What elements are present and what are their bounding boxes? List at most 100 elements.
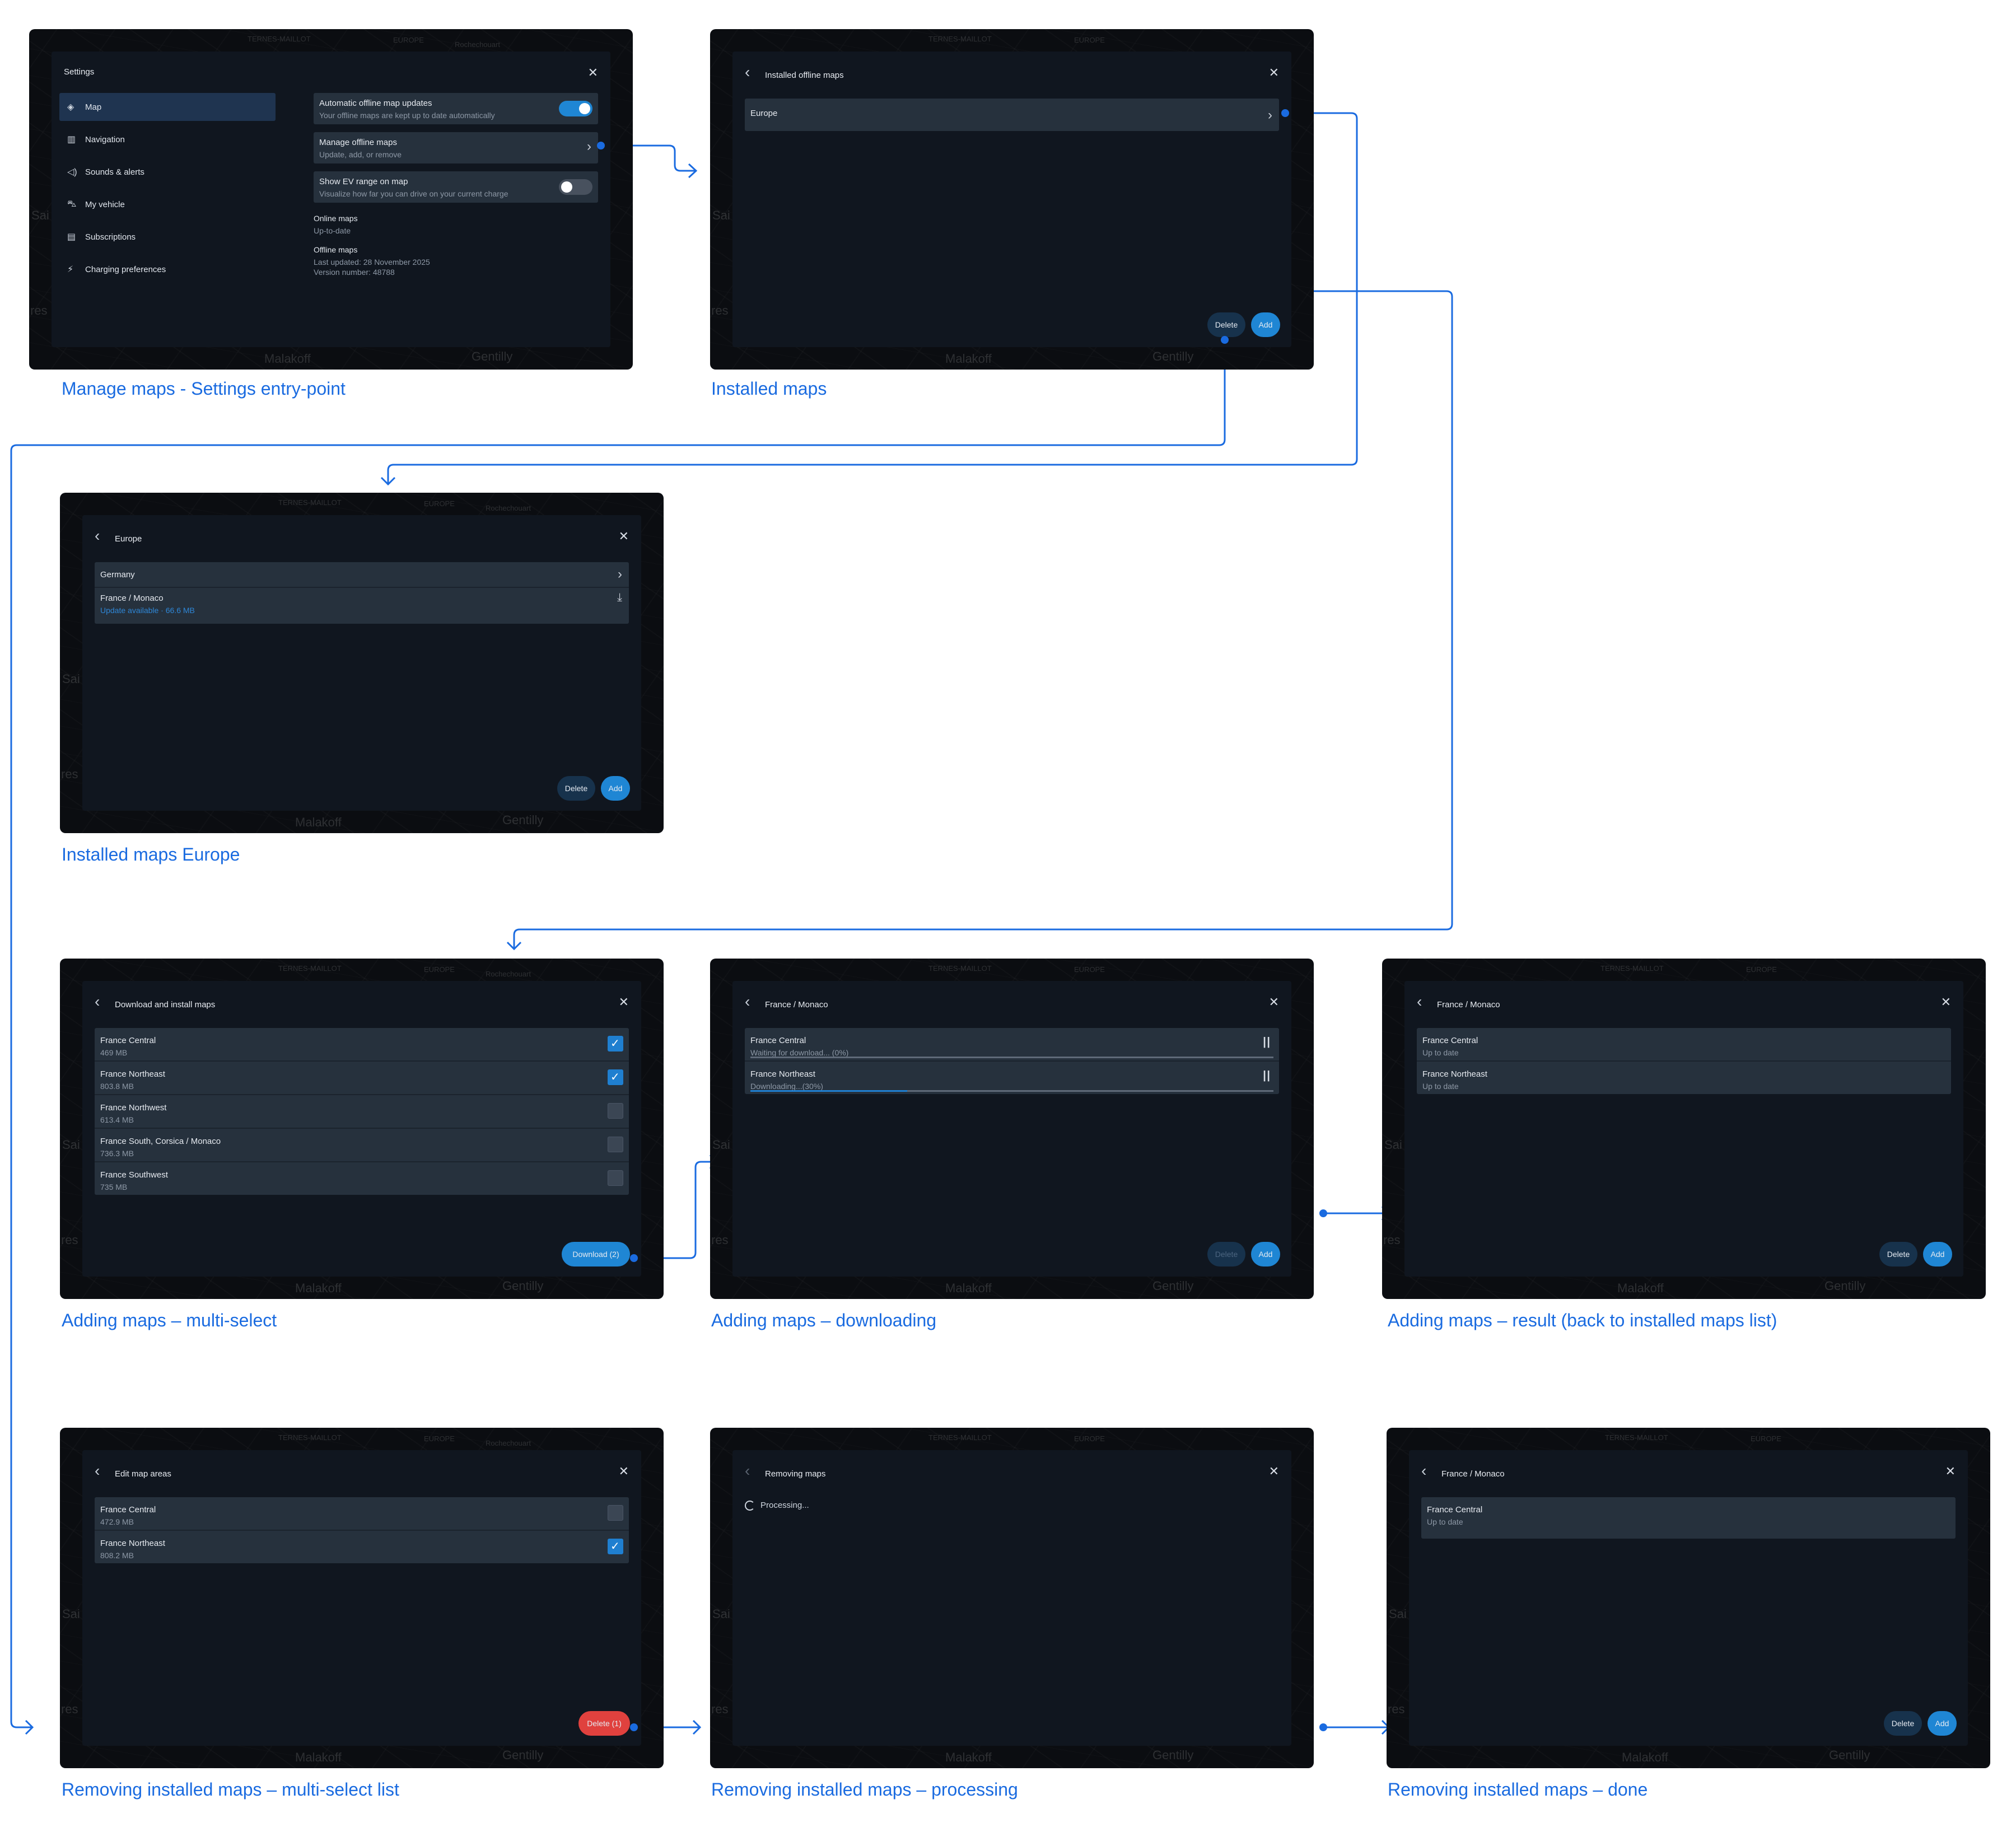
checkbox-checked[interactable] <box>608 1069 623 1085</box>
chevron-left-icon[interactable]: ‹ <box>745 63 750 81</box>
done-list: France Central Up to date <box>1421 1497 1956 1539</box>
close-icon[interactable]: ✕ <box>1268 66 1279 80</box>
delete-button[interactable]: Delete <box>1879 1242 1917 1267</box>
pause-icon[interactable]: | | <box>1263 1069 1270 1082</box>
map-label: Sai <box>712 1138 730 1152</box>
screen-caption: Removing installed maps – done <box>1388 1779 1648 1800</box>
panel-title: France / Monaco <box>1437 1000 1500 1010</box>
add-button[interactable]: Add <box>1251 312 1280 337</box>
checkbox-checked[interactable] <box>608 1539 623 1554</box>
manage-offline-maps-row[interactable]: Manage offline maps Update, add, or remo… <box>314 132 598 163</box>
pause-icon[interactable]: | | <box>1263 1036 1270 1048</box>
ev-range-toggle[interactable] <box>559 179 592 195</box>
map-label: Malakoff <box>295 1281 342 1295</box>
close-icon[interactable]: ✕ <box>618 1464 629 1478</box>
item-subtitle: 808.2 MB <box>100 1551 134 1560</box>
map-label: Gentilly <box>1824 1279 1866 1293</box>
item-subtitle: 469 MB <box>100 1048 128 1057</box>
chevron-left-icon[interactable]: ‹ <box>95 1462 100 1479</box>
screen-caption: Installed maps Europe <box>62 844 240 864</box>
map-label: TERNES-MAILLOT <box>278 1433 342 1442</box>
list-item[interactable]: France Northwest 613.4 MB <box>95 1095 629 1129</box>
close-icon[interactable]: ✕ <box>1940 995 1951 1009</box>
close-icon[interactable]: ✕ <box>618 529 629 543</box>
close-icon[interactable]: ✕ <box>1268 995 1279 1009</box>
download-button[interactable]: Download (2) <box>562 1242 630 1267</box>
list-item[interactable]: France Northeast Up to date <box>1417 1062 1951 1094</box>
progress-bar <box>750 1057 1273 1058</box>
sidebar-item-map[interactable]: ◈ Map <box>59 93 276 121</box>
chevron-left-icon[interactable]: ‹ <box>1417 993 1422 1010</box>
item-subtitle: Waiting for download... (0%) <box>750 1048 849 1057</box>
map-label: EUROPE <box>424 1434 455 1443</box>
close-icon[interactable]: ✕ <box>618 995 629 1009</box>
checkbox[interactable] <box>608 1137 623 1152</box>
item-subtitle: 735 MB <box>100 1183 128 1191</box>
add-button[interactable]: Add <box>601 776 630 801</box>
delete-button[interactable]: Delete <box>1207 1242 1245 1267</box>
map-label: Sai <box>31 208 49 222</box>
list-item[interactable]: France Central 469 MB <box>95 1028 629 1062</box>
screen-done: TERNES-MAILLOT EUROPE Malakoff Gentilly … <box>1387 1428 1990 1768</box>
map-label: Gentilly <box>472 349 513 363</box>
delete-selected-button[interactable]: Delete (1) <box>578 1711 630 1736</box>
list-item[interactable]: France Central 472.9 MB <box>95 1497 629 1531</box>
add-button[interactable]: Add <box>1928 1711 1957 1736</box>
list-item[interactable]: France South, Corsica / Monaco 736.3 MB <box>95 1129 629 1162</box>
processing-status: Processing... <box>745 1501 809 1511</box>
sidebar-item-label: Map <box>85 102 102 112</box>
map-label: Sai <box>712 208 730 222</box>
checkbox[interactable] <box>608 1505 623 1521</box>
map-label: EUROPE <box>1074 1434 1105 1443</box>
chevron-right-icon: › <box>587 139 591 154</box>
list-item[interactable]: France Northeast 808.2 MB <box>95 1531 629 1563</box>
map-label: Malakoff <box>295 815 342 829</box>
map-label: Sai <box>712 1607 730 1621</box>
sidebar-item-label: Sounds & alerts <box>85 167 144 177</box>
add-button[interactable]: Add <box>1251 1242 1280 1267</box>
add-button[interactable]: Add <box>1923 1242 1952 1267</box>
edit-panel: ‹ Edit map areas ✕ France Central 472.9 … <box>82 1450 641 1746</box>
row-subtitle: Visualize how far you can drive on your … <box>319 189 508 198</box>
result-list: France Central Up to date France Northea… <box>1417 1028 1951 1094</box>
close-icon[interactable]: ✕ <box>1945 1464 1956 1478</box>
chevron-left-icon[interactable]: ‹ <box>95 527 100 544</box>
checkbox[interactable] <box>608 1103 623 1119</box>
delete-button[interactable]: Delete <box>557 776 595 801</box>
chevron-left-icon[interactable]: ‹ <box>1421 1462 1427 1479</box>
close-icon[interactable]: ✕ <box>1268 1464 1279 1478</box>
connector-dot <box>597 142 605 149</box>
sidebar-item-subscriptions[interactable]: ▤ Subscriptions <box>59 223 276 251</box>
list-item[interactable]: France Southwest 735 MB <box>95 1162 629 1195</box>
list-item: France Northeast Downloading...(30%) | | <box>745 1062 1279 1094</box>
list-item[interactable]: France Central Up to date <box>1421 1497 1956 1539</box>
chevron-left-icon[interactable]: ‹ <box>745 993 750 1010</box>
sidebar-item-vehicle[interactable]: ⛍ My vehicle <box>59 190 276 218</box>
download-icon[interactable]: ⤓ <box>617 591 622 604</box>
list-item[interactable]: France Central Up to date <box>1417 1028 1951 1062</box>
list-item[interactable]: Europe › <box>745 99 1279 131</box>
panel-title: Download and install maps <box>115 1000 216 1010</box>
sidebar-item-sounds[interactable]: ◁) Sounds & alerts <box>59 158 276 186</box>
connector-dot <box>1319 1209 1327 1217</box>
settings-sidebar: ◈ Map ▥ Navigation ◁) Sounds & alerts ⛍ … <box>59 93 276 288</box>
sidebar-item-charging[interactable]: ⚡ Charging preferences <box>59 255 276 283</box>
list-item[interactable]: France / Monaco Update available · 66.6 … <box>95 588 629 624</box>
map-label: EUROPE <box>424 965 455 974</box>
downloading-panel: ‹ France / Monaco ✕ France Central Waiti… <box>732 981 1291 1277</box>
list-item[interactable]: France Northeast 803.8 MB <box>95 1062 629 1095</box>
delete-button[interactable]: Delete <box>1207 312 1245 337</box>
checkbox[interactable] <box>608 1170 623 1186</box>
screen-multiselect: TERNES-MAILLOT EUROPE Rochechouart Malak… <box>60 959 664 1299</box>
info-value: Version number: 48788 <box>314 268 395 277</box>
sidebar-item-navigation[interactable]: ▥ Navigation <box>59 125 276 153</box>
list-item[interactable]: Germany › <box>95 562 629 588</box>
auto-updates-toggle[interactable] <box>559 101 592 116</box>
checkbox-checked[interactable] <box>608 1036 623 1051</box>
close-icon[interactable]: ✕ <box>587 66 598 80</box>
map-label: Rochechouart <box>486 504 531 512</box>
delete-button[interactable]: Delete <box>1884 1711 1922 1736</box>
item-title: France Northwest <box>100 1103 167 1113</box>
chevron-left-icon[interactable]: ‹ <box>95 993 100 1010</box>
layers-icon: ◈ <box>67 102 74 112</box>
